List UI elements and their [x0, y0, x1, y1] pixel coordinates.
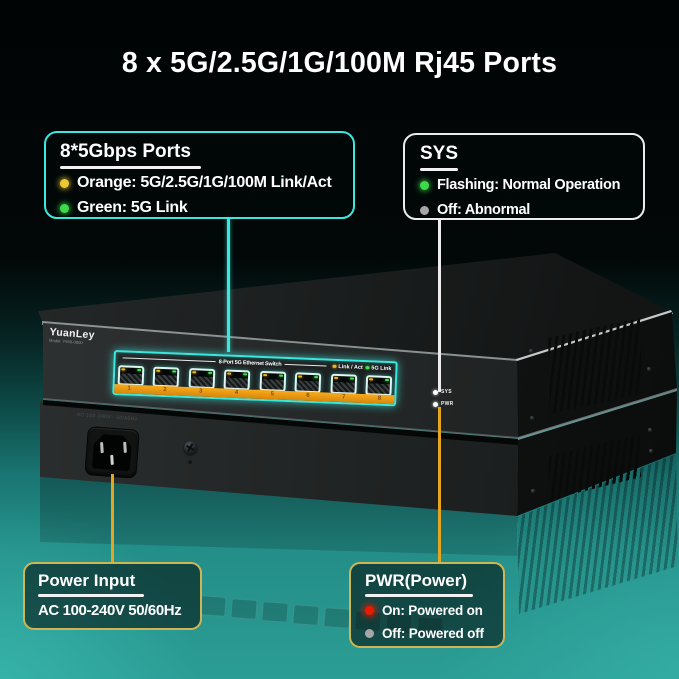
callout-row: On: Powered on — [365, 602, 503, 620]
sys-led-label: SYS — [441, 389, 452, 395]
orange-led-icon — [60, 178, 69, 188]
status-led-panel: SYS PWR — [433, 386, 454, 410]
gray-led-icon — [365, 629, 374, 638]
callout-row-text: Green: 5G Link — [77, 199, 188, 216]
callout-row-text: Off: Abnormal — [437, 202, 531, 218]
port-number: 7 — [341, 393, 346, 400]
callout-sys: SYS Flashing: Normal Operation Off: Abno… — [403, 133, 645, 220]
divider-line — [122, 357, 216, 363]
side-screw — [531, 489, 535, 493]
title-underline — [38, 594, 144, 597]
pwr-led-label: PWR — [441, 401, 454, 407]
callout-power-title: Power Input — [38, 571, 136, 590]
divider-line — [284, 363, 327, 367]
side-screw — [649, 449, 653, 453]
port-reflection — [199, 595, 227, 617]
pwr-led-icon — [433, 401, 438, 407]
callout-pwr-title: PWR(Power) — [365, 571, 467, 590]
port-number: 5 — [270, 390, 275, 397]
callout-row-text: On: Powered on — [382, 603, 483, 618]
orange-led-icon — [332, 364, 337, 369]
callout-row: Flashing: Normal Operation — [420, 175, 643, 196]
callout-row: Orange: 5G/2.5G/1G/100M Link/Act — [60, 173, 353, 194]
callout-line-ports — [227, 217, 230, 352]
sys-led-icon — [433, 389, 438, 395]
callout-row: Off: Abnormal — [420, 200, 643, 221]
port-number: 6 — [306, 392, 310, 399]
callout-line-power-input — [111, 474, 114, 563]
port-number: 1 — [127, 385, 131, 392]
port-reflection — [230, 598, 258, 620]
ac-power-inlet — [84, 426, 140, 479]
green-led-icon — [365, 365, 370, 370]
callout-ports-title: 8*5Gbps Ports — [60, 141, 191, 162]
callout-sys-title: SYS — [420, 143, 459, 164]
side-screw — [530, 416, 534, 420]
legend-link-act: Link / Act — [332, 363, 363, 371]
panel-screw — [184, 441, 197, 454]
callout-row-text: Orange: 5G/2.5G/1G/100M Link/Act — [77, 174, 332, 191]
legend-5g-link: 5G Link — [365, 364, 392, 372]
callout-ports: 8*5Gbps Ports Orange: 5G/2.5G/1G/100M Li… — [44, 131, 355, 219]
main-title: 8 x 5G/2.5G/1G/100M Rj45 Ports — [121, 47, 558, 79]
port-number: 8 — [377, 395, 382, 402]
gray-led-icon — [420, 205, 429, 215]
port-number: 4 — [234, 389, 239, 396]
callout-pwr: PWR(Power) On: Powered on Off: Powered o… — [349, 562, 505, 648]
callout-row-text: Off: Powered off — [382, 626, 484, 641]
title-underline — [60, 166, 201, 169]
power-pin — [110, 454, 114, 465]
callout-row: Green: 5G Link — [60, 198, 353, 219]
pwr-led-row: PWR — [433, 398, 454, 410]
side-screw — [647, 367, 651, 371]
panel-screw-hole — [188, 460, 192, 464]
sys-led-row: SYS — [433, 386, 454, 398]
legend-link-act-label: Link / Act — [338, 363, 363, 371]
port-number: 3 — [198, 387, 203, 395]
port-reflection — [292, 604, 320, 626]
green-led-icon — [420, 180, 429, 190]
green-led-icon — [60, 203, 69, 213]
title-underline — [420, 168, 458, 171]
side-screw — [648, 428, 652, 432]
port-reflection — [323, 607, 351, 629]
legend-5g-link-label: 5G Link — [371, 364, 392, 372]
port-reflection — [261, 601, 289, 623]
port-number: 2 — [163, 386, 167, 393]
red-led-icon — [365, 606, 374, 615]
title-underline — [365, 594, 473, 597]
brand-logo: YuanLey Model: Y550-0800 — [49, 326, 95, 346]
callout-power-input: Power Input AC 100-240V 50/60Hz — [23, 562, 202, 630]
callout-row: Off: Powered off — [365, 625, 503, 643]
callout-line-pwr — [438, 407, 441, 563]
callout-power-body: AC 100-240V 50/60Hz — [38, 601, 182, 619]
callout-line-sys — [438, 218, 441, 392]
side-screw — [529, 349, 533, 353]
panel-label: 8-Port 5G Ethernet Switch — [218, 358, 282, 368]
power-pin — [123, 441, 127, 453]
callout-row-text: Flashing: Normal Operation — [437, 177, 621, 193]
power-pin — [100, 442, 104, 454]
